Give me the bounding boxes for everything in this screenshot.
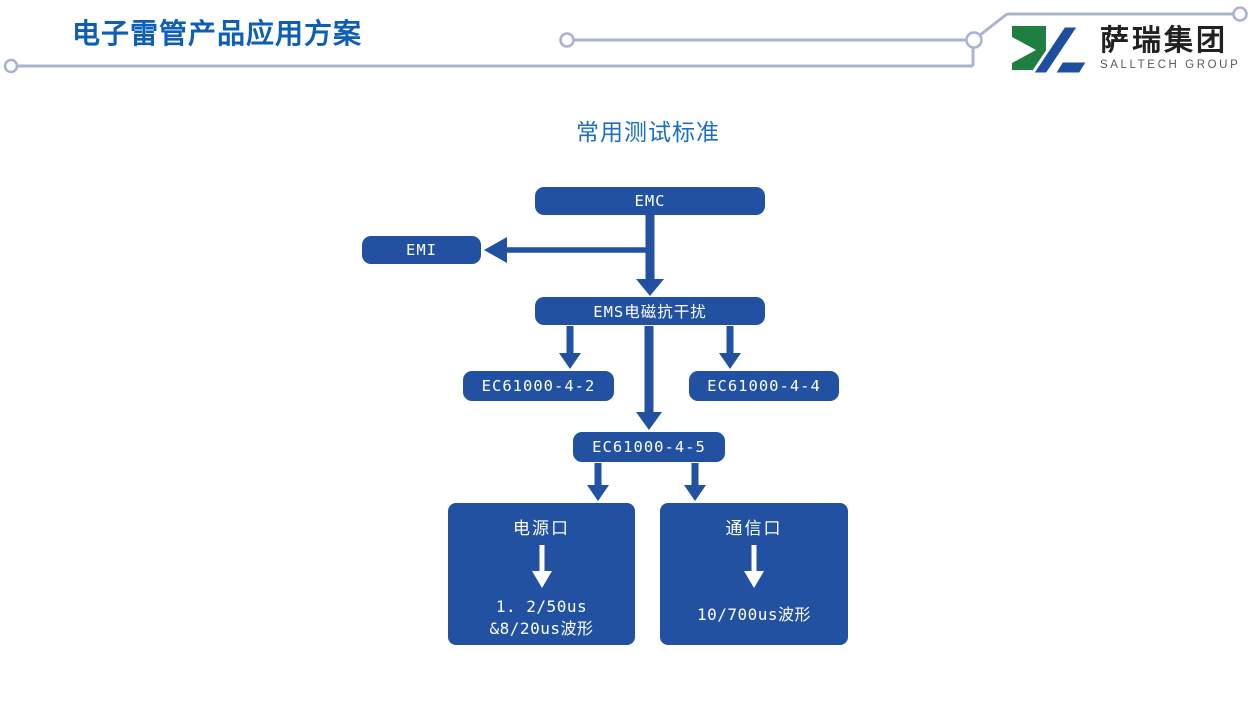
comm-port-title: 通信口 <box>725 519 783 539</box>
company-name-cn: 萨瑞集团 <box>1100 25 1229 57</box>
page-title: 电子雷管产品应用方案 <box>72 18 363 49</box>
company-logo: 萨瑞集团 SALLTECH GROUP <box>1012 24 1240 78</box>
node-ec61000-4-5: EC61000-4-5 <box>573 432 725 462</box>
node-emi: EMI <box>362 236 481 264</box>
node-power-port: 电源口 1. 2/50us &8/20us波形 <box>448 503 635 645</box>
decor-lines <box>3 6 1248 74</box>
company-logo-text: 萨瑞集团 SALLTECH GROUP <box>1100 24 1240 73</box>
node-ems: EMS电磁抗干扰 <box>535 297 765 325</box>
node-comm-port: 通信口 10/700us波形 <box>660 503 848 645</box>
comm-port-line: 10/700us波形 <box>696 605 812 624</box>
node-emc: EMC <box>535 187 765 215</box>
node-ec61000-4-2: EC61000-4-2 <box>463 371 614 401</box>
power-port-title: 电源口 <box>513 519 570 539</box>
down-arrow-icon <box>744 545 764 588</box>
comm-port-lines: 10/700us波形 <box>697 604 811 626</box>
company-logo-icon <box>1012 24 1091 76</box>
diagram-heading: 常用测试标准 <box>576 119 720 145</box>
company-name-en: SALLTECH GROUP <box>1100 59 1241 71</box>
power-port-lines: 1. 2/50us &8/20us波形 <box>490 596 594 640</box>
down-arrow-icon <box>531 545 552 588</box>
power-port-line: 1. 2/50us <box>495 597 588 616</box>
power-port-line: &8/20us波形 <box>489 619 594 638</box>
node-ec61000-4-4: EC61000-4-4 <box>689 371 839 401</box>
